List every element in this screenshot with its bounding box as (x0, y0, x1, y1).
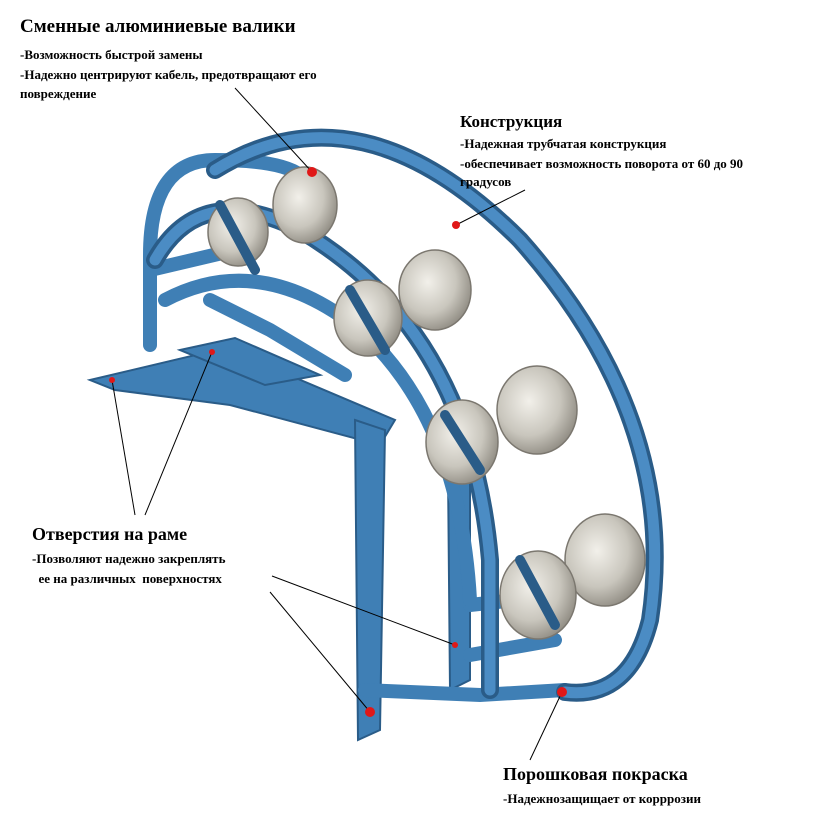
construction-line-2: -обеспечивает возможность поворота от 60… (460, 156, 744, 171)
rollers-title: Сменные алюминиевые валики (20, 16, 296, 37)
construction-line-1: -Надежная трубчатая конструкция (460, 136, 667, 151)
base-frame (86, 336, 471, 742)
frame-hole-marker (452, 642, 458, 648)
holes-line-1: -Позволяют надежно закреплять (32, 551, 226, 566)
roller-marker (307, 167, 317, 177)
construction-title: Конструкция (460, 112, 563, 131)
frame-hole-marker (365, 707, 375, 717)
frame-hole-marker (109, 377, 115, 383)
feature-markers (109, 167, 567, 717)
construction-line-3: градусов (460, 174, 512, 189)
rollers-line-2: -Надежно центрируют кабель, предотвращаю… (20, 67, 317, 82)
leader-lines (111, 87, 563, 761)
holes-line-2: ее на различных поверхностях (32, 571, 222, 586)
holes-title: Отверстия на раме (32, 524, 188, 544)
coating-marker (557, 687, 567, 697)
rollers-line-1: -Возможность быстрой замены (20, 47, 203, 62)
coating-title: Порошковая покраска (503, 764, 688, 784)
coating-line-1: -Надежнозащищает от корррозии (503, 791, 701, 806)
construction-marker (452, 221, 460, 229)
frame-hole-marker (209, 349, 215, 355)
rollers-line-3: повреждение (20, 86, 97, 101)
roller-brackets (215, 200, 560, 630)
